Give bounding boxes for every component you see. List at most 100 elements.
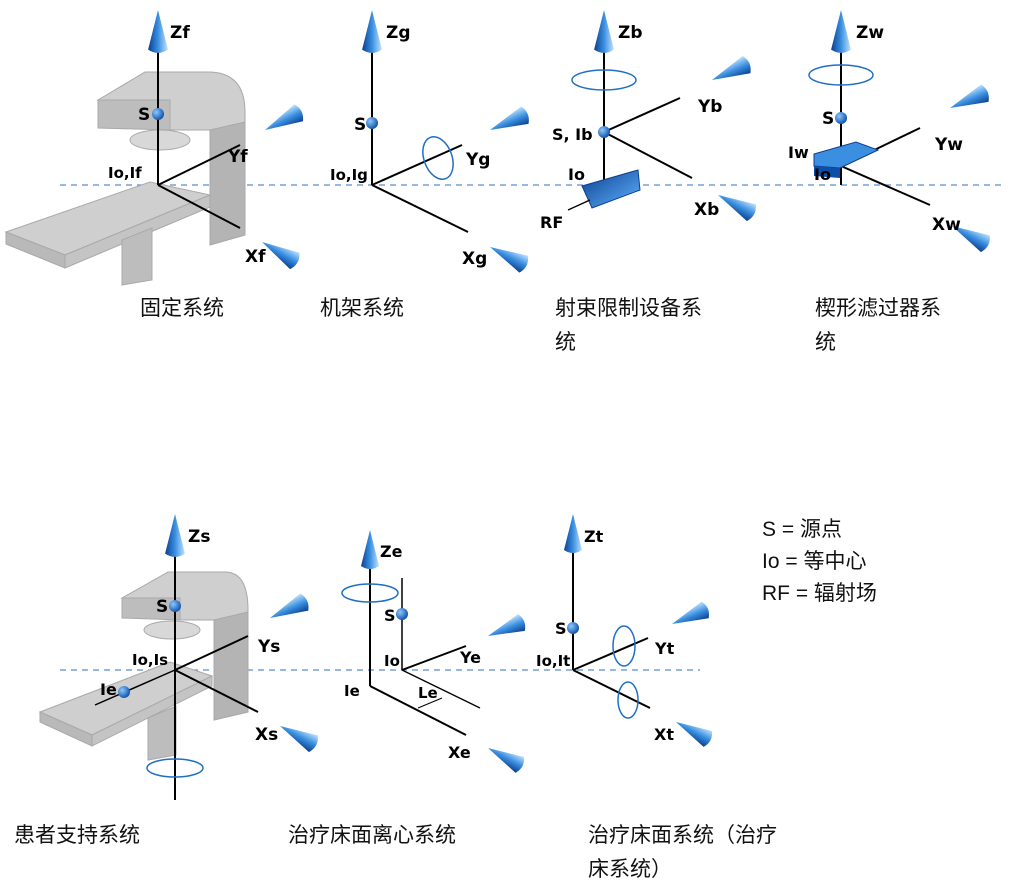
caption-wedge-filter-system: 楔形滤过器系 统 — [815, 291, 941, 359]
patient-support-panel: Zs S Ys Io,Is Ie Xs — [38, 514, 321, 800]
y-axis-label: Yg — [465, 150, 490, 170]
z-axis-label: Zb — [618, 23, 643, 43]
y-axis-cone — [484, 613, 528, 645]
y-axis-label: Yw — [934, 135, 963, 155]
rotation-arrow-icon — [571, 69, 637, 91]
x-axis-label: Xf — [245, 247, 266, 267]
eccentric-dot — [118, 686, 130, 698]
field-label: RF — [540, 213, 563, 232]
source-dot — [396, 608, 408, 620]
beam-limiting-device-panel: Zb Yb S, Ib Io Xb RF — [540, 10, 759, 232]
x-axis-cone — [671, 714, 715, 749]
y-axis-label: Ys — [257, 637, 280, 657]
caption-line-2: 床系统） — [588, 857, 672, 881]
radiation-field — [581, 169, 641, 209]
z-axis-cone — [361, 530, 379, 569]
z-axis-label: Zg — [386, 23, 411, 43]
z-axis-label: Ze — [380, 542, 403, 561]
z-axis-label: Zs — [188, 527, 210, 547]
source-label: S — [384, 606, 396, 625]
wedge-block — [813, 141, 880, 169]
source-dot — [835, 112, 847, 124]
z-axis-cone — [594, 10, 614, 53]
origin-label: Io,If — [108, 164, 142, 182]
z-axis-cone — [564, 514, 582, 553]
offset-label: Le — [418, 684, 438, 702]
tabletop-eccentric-panel: Ze S Ye Io Ie Le Xe — [341, 530, 528, 775]
origin-label: Io — [384, 652, 400, 670]
source-dot — [152, 108, 164, 120]
legend-item-isocenter: Io = 等中心 — [762, 550, 867, 573]
x-axis-label: Xs — [255, 725, 278, 745]
x-axis-cone — [713, 186, 759, 223]
origin-label: Io,Ig — [330, 166, 368, 184]
x-axis-label: Xe — [448, 743, 471, 762]
eccentric-label: Ie — [344, 682, 360, 700]
caption-line-1: 射束限制设备系 — [555, 296, 702, 320]
caption-tabletop-eccentric-system: 治疗床面离心系统 — [288, 823, 456, 847]
caption-line-2: 统 — [555, 330, 576, 354]
source-label: S — [138, 105, 150, 125]
origin-label: Io,Is — [132, 651, 168, 669]
z-axis-cone — [831, 10, 851, 53]
rotation-arrow-icon — [808, 64, 874, 86]
fixed-system-panel: Zf S Yf Io,If Xf — [4, 10, 306, 286]
rotation-arrow-icon — [422, 136, 454, 180]
y-axis-cone — [946, 83, 992, 117]
eccentric-label: Ie — [100, 680, 117, 699]
x-axis-label: Xt — [654, 725, 674, 744]
caption-line-1: 楔形滤过器系 — [815, 296, 941, 320]
legend-item-radiation-field: RF = 辐射场 — [762, 582, 877, 605]
y-axis-cone — [668, 600, 712, 633]
source-label: S — [822, 109, 834, 129]
z-axis-cone — [148, 10, 168, 53]
z-axis-label: Zt — [584, 527, 604, 546]
caption-tabletop-system: 治疗床面系统（治疗 床系统） — [588, 818, 777, 886]
rotation-arrow-icon — [612, 625, 636, 667]
origin-label: Io — [814, 165, 831, 184]
rotation-arrow-icon — [341, 583, 399, 603]
caption-fixed-system: 固定系统 — [140, 296, 224, 320]
z-axis-label: Zw — [856, 23, 884, 43]
z-axis-cone — [362, 10, 382, 53]
y-axis-cone — [486, 105, 532, 139]
caption-gantry-system: 机架系统 — [320, 296, 404, 320]
origin-label: Io — [568, 165, 585, 184]
z-axis-cone — [165, 514, 185, 557]
source-label: S — [156, 597, 168, 617]
legend: S = 源点 Io = 等中心 RF = 辐射场 — [762, 514, 877, 610]
source-label: S, Ib — [552, 125, 593, 144]
wedge-filter-panel: Zw S Yw Iw Io Xw — [788, 10, 993, 254]
z-axis-label: Zf — [170, 23, 190, 43]
x-axis-label: Xg — [462, 249, 487, 269]
y-axis-label: Yt — [654, 639, 675, 658]
x-axis-label: Xb — [694, 200, 719, 220]
origin-label: Io,It — [536, 652, 570, 670]
caption-line-1: 治疗床面系统（治疗 — [588, 823, 777, 847]
source-dot — [598, 126, 610, 138]
x-axis-cone — [275, 717, 321, 754]
rotation-arrow-icon — [617, 681, 639, 719]
source-dot — [567, 622, 579, 634]
caption-beam-limiting-system: 射束限制设备系 统 — [555, 291, 702, 359]
source-dot — [169, 600, 181, 612]
y-axis-cone — [266, 592, 312, 627]
wedge-label: Iw — [788, 143, 809, 162]
y-axis-label: Yb — [697, 97, 722, 117]
x-axis-label: Xw — [932, 215, 961, 235]
legend-item-source: S = 源点 — [762, 518, 842, 541]
x-axis-cone — [485, 238, 531, 275]
y-axis-label: Yf — [227, 147, 248, 167]
caption-patient-support-system: 患者支持系统 — [14, 823, 140, 847]
rotation-arrow-icon — [146, 758, 204, 778]
y-axis-cone — [708, 54, 754, 89]
y-axis-cone — [260, 102, 306, 139]
gantry-system-panel: Zg S Yg Io,Ig Xg — [330, 10, 532, 275]
tabletop-panel: Zt S Yt Io,It Xt — [536, 514, 715, 749]
x-axis-cone — [483, 740, 527, 775]
caption-line-2: 统 — [815, 330, 836, 354]
source-dot — [366, 117, 378, 129]
source-label: S — [354, 115, 366, 135]
y-axis-label: Ye — [459, 648, 481, 667]
